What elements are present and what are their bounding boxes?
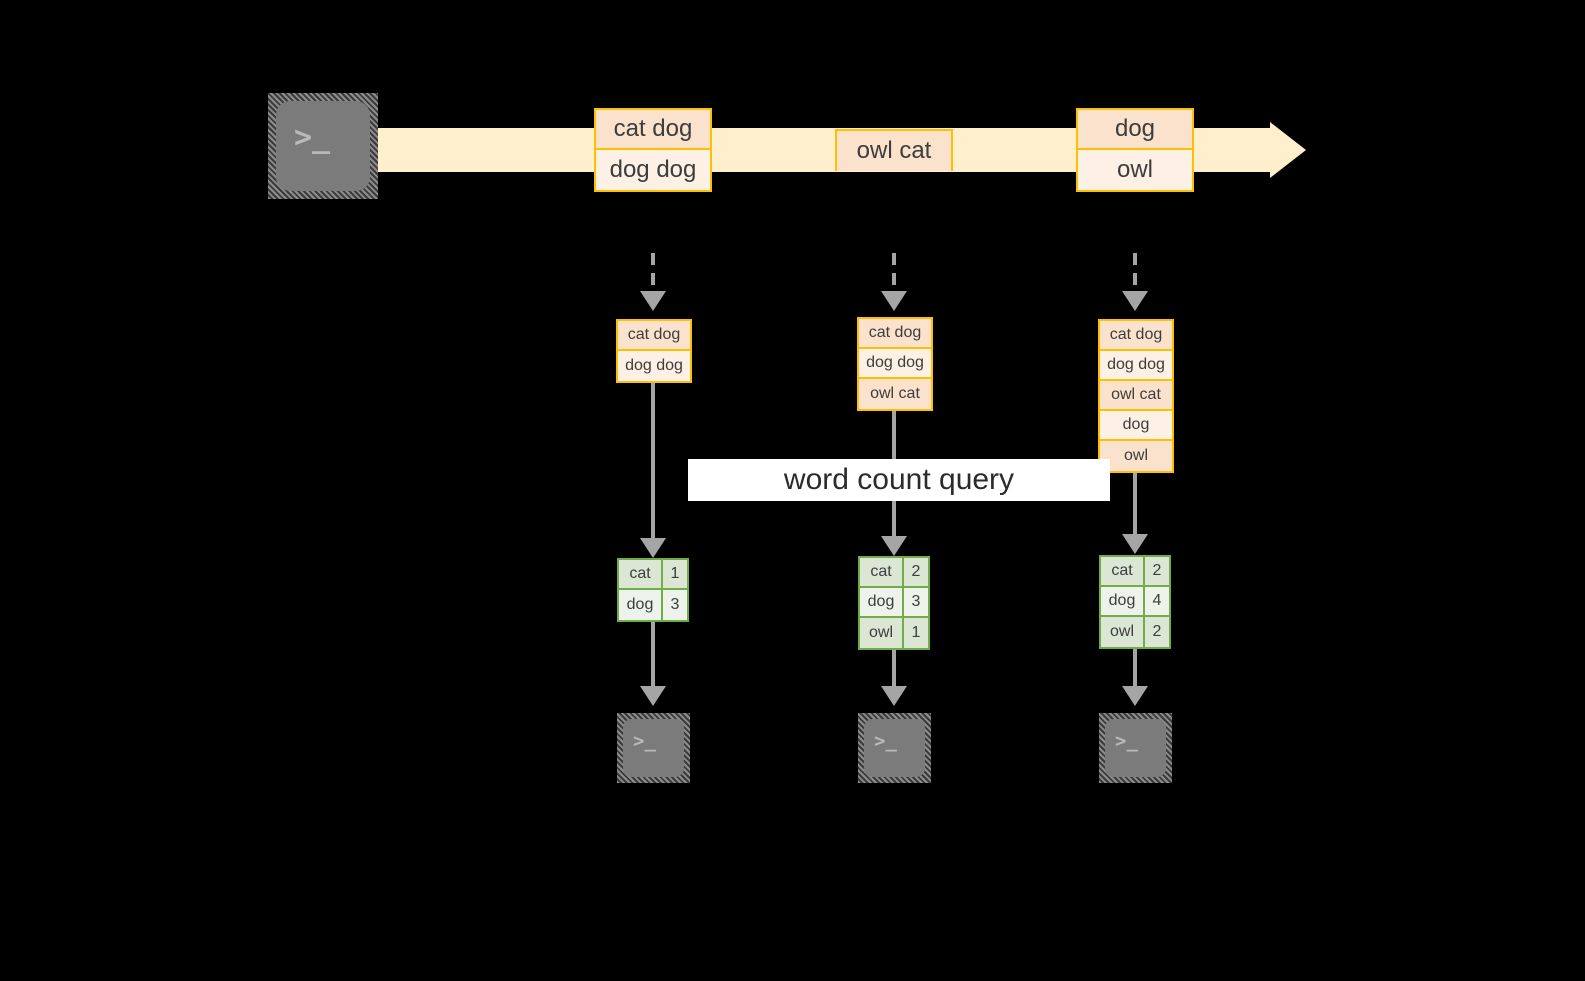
- word-cell: dog: [619, 590, 663, 620]
- snapshot-3-sink-arrowhead: [1122, 686, 1148, 706]
- count-cell: 1: [904, 618, 928, 648]
- count-cell: 2: [1145, 557, 1169, 585]
- count-cell: 3: [663, 590, 687, 620]
- table-row: dog 3: [619, 590, 687, 620]
- snapshot-2-sink-line: [892, 650, 896, 686]
- record-line: dog dog: [596, 150, 710, 190]
- table-row: dog 4: [1101, 587, 1169, 617]
- word-cell: owl: [860, 618, 904, 648]
- table-row: cat 2: [1101, 557, 1169, 587]
- snapshot-3-count-table[interactable]: cat 2 dog 4 owl 2: [1099, 555, 1171, 649]
- stream-arrowhead: [1270, 122, 1306, 178]
- word-cell: cat: [860, 558, 904, 586]
- snapshot-2-sink-arrowhead: [881, 686, 907, 706]
- input-line: dog dog: [1100, 351, 1172, 381]
- count-cell: 3: [904, 588, 928, 616]
- snapshot-3-query-arrowhead: [1122, 534, 1148, 554]
- input-line: cat dog: [1100, 321, 1172, 351]
- table-row: owl 1: [860, 618, 928, 648]
- input-line: dog dog: [618, 351, 690, 381]
- snapshot-1-sink-terminal-icon[interactable]: >_: [617, 713, 690, 783]
- input-line: cat dog: [859, 319, 931, 349]
- table-row: cat 1: [619, 560, 687, 590]
- word-cell: cat: [619, 560, 663, 588]
- snapshot-1-sink-line: [651, 622, 655, 686]
- word-cell: dog: [1101, 587, 1145, 615]
- terminal-body: >_: [623, 719, 684, 777]
- record-line: cat dog: [596, 110, 710, 150]
- snapshot-1-trigger-line: [651, 253, 655, 291]
- terminal-body: >_: [276, 101, 370, 191]
- word-cell: cat: [1101, 557, 1145, 585]
- snapshot-1-sink-arrowhead: [640, 686, 666, 706]
- count-cell: 2: [1145, 617, 1169, 647]
- table-row: dog 3: [860, 588, 928, 618]
- snapshot-3-input-records[interactable]: cat dog dog dog owl cat dog owl: [1098, 319, 1174, 473]
- input-line: cat dog: [618, 321, 690, 351]
- input-line: owl: [1100, 441, 1172, 471]
- snapshot-2-trigger-line: [892, 253, 896, 291]
- snapshot-2-sink-terminal-icon[interactable]: >_: [858, 713, 931, 783]
- snapshot-3-sink-line: [1133, 649, 1137, 686]
- snapshot-1-count-table[interactable]: cat 1 dog 3: [617, 558, 689, 622]
- terminal-body: >_: [1105, 719, 1166, 777]
- record-line: dog: [1078, 110, 1192, 150]
- stream-record-3[interactable]: dog owl: [1076, 108, 1194, 192]
- snapshot-2-count-table[interactable]: cat 2 dog 3 owl 1: [858, 556, 930, 650]
- query-label-band: word count query: [688, 459, 1110, 501]
- snapshot-2-input-records[interactable]: cat dog dog dog owl cat: [857, 317, 933, 411]
- terminal-body: >_: [864, 719, 925, 777]
- terminal-prompt-glyph: >_: [294, 120, 331, 155]
- snapshot-2-query-arrowhead: [881, 536, 907, 556]
- stream-record-1[interactable]: cat dog dog dog: [594, 108, 712, 192]
- snapshot-1-trigger-arrowhead: [640, 291, 666, 311]
- snapshot-3-trigger-arrowhead: [1122, 291, 1148, 311]
- terminal-prompt-glyph: >_: [633, 730, 656, 752]
- input-line: dog: [1100, 411, 1172, 441]
- snapshot-3-sink-terminal-icon[interactable]: >_: [1099, 713, 1172, 783]
- snapshot-3-trigger-line: [1133, 253, 1137, 291]
- snapshot-1-query-line: [651, 383, 655, 538]
- terminal-prompt-glyph: >_: [874, 730, 897, 752]
- input-line: owl cat: [859, 379, 931, 409]
- table-row: cat 2: [860, 558, 928, 588]
- source-terminal-icon[interactable]: >_: [268, 93, 378, 199]
- terminal-prompt-glyph: >_: [1115, 730, 1138, 752]
- record-line: owl: [1078, 150, 1192, 190]
- snapshot-3-query-line: [1133, 473, 1137, 534]
- count-cell: 4: [1145, 587, 1169, 615]
- count-cell: 2: [904, 558, 928, 586]
- word-cell: owl: [1101, 617, 1145, 647]
- word-cell: dog: [860, 588, 904, 616]
- table-row: owl 2: [1101, 617, 1169, 647]
- snapshot-1-input-records[interactable]: cat dog dog dog: [616, 319, 692, 383]
- query-label-text: word count query: [783, 463, 1015, 496]
- input-line: dog dog: [859, 349, 931, 379]
- snapshot-2-trigger-arrowhead: [881, 291, 907, 311]
- input-line: owl cat: [1100, 381, 1172, 411]
- record-line: owl cat: [837, 131, 951, 171]
- count-cell: 1: [663, 560, 687, 588]
- stream-record-2[interactable]: owl cat: [835, 129, 953, 171]
- snapshot-1-query-arrowhead: [640, 538, 666, 558]
